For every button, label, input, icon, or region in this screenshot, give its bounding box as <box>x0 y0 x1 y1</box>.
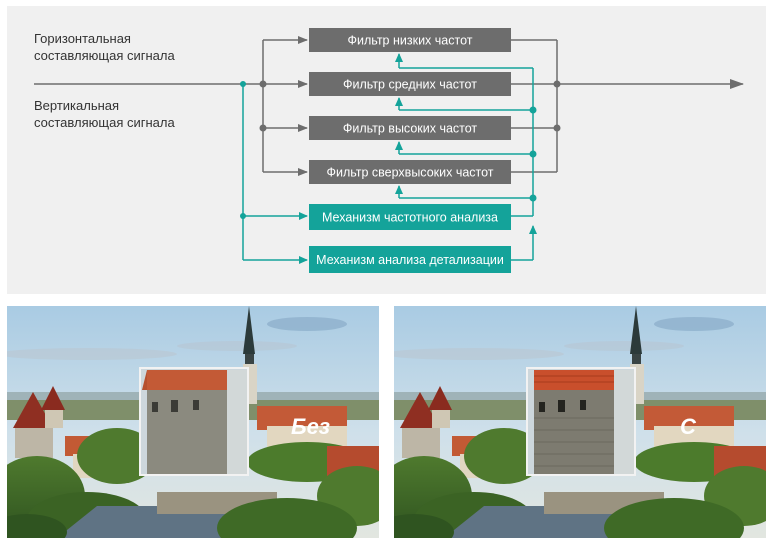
gray-signal-lines <box>34 36 744 176</box>
photo-before: Без <box>7 306 379 538</box>
input-horizontal-label-line2: составляющая сигнала <box>34 48 175 63</box>
block-mid-pass: Фильтр средних частот <box>309 72 511 96</box>
block-diagram: Горизонтальная составляющая сигнала Верт… <box>7 6 766 294</box>
zoom-inset-after <box>526 367 636 476</box>
photo-after-image: С <box>394 306 766 538</box>
block-high-pass-label: Фильтр высоких частот <box>343 122 478 136</box>
input-horizontal-label-line1: Горизонтальная <box>34 31 131 46</box>
block-low-pass-label: Фильтр низких частот <box>348 34 473 48</box>
block-frequency-analysis: Механизм частотного анализа <box>309 204 511 230</box>
photo-after: С <box>394 306 766 538</box>
teal-junctions <box>240 81 537 219</box>
block-ultra-pass: Фильтр сверхвысоких частот <box>309 160 511 184</box>
input-vertical-label-line1: Вертикальная <box>34 98 119 113</box>
gray-junctions <box>259 80 561 132</box>
zoom-inset-before <box>139 367 249 476</box>
block-frequency-analysis-label: Механизм частотного анализа <box>322 211 498 225</box>
diagram-canvas: Горизонтальная составляющая сигнала Верт… <box>34 28 744 273</box>
block-detail-analysis-label: Механизм анализа детализации <box>316 253 504 267</box>
block-detail-analysis: Механизм анализа детализации <box>309 246 511 273</box>
photo-before-image: Без <box>7 306 379 538</box>
label-with: С <box>680 414 697 439</box>
block-low-pass: Фильтр низких частот <box>309 28 511 52</box>
input-vertical-label-line2: составляющая сигнала <box>34 115 175 130</box>
block-high-pass: Фильтр высоких частот <box>309 116 511 140</box>
block-ultra-pass-label: Фильтр сверхвысоких частот <box>326 166 493 180</box>
block-mid-pass-label: Фильтр средних частот <box>343 78 477 92</box>
label-without: Без <box>291 414 330 439</box>
teal-control-lines <box>242 53 537 264</box>
